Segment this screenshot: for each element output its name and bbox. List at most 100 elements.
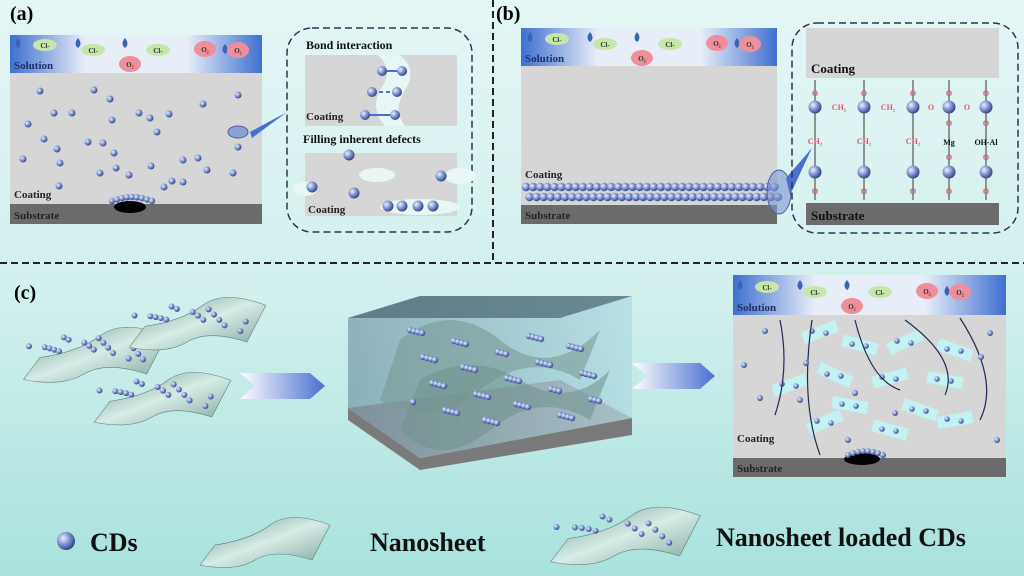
process-arrow[interactable] xyxy=(632,363,715,389)
cd-sphere xyxy=(382,200,394,212)
cd-sphere xyxy=(893,376,899,382)
oxygen-label: O xyxy=(983,89,989,98)
cd-sphere xyxy=(84,138,92,146)
nanosheet-flake xyxy=(871,419,909,441)
chloride-label: Cl- xyxy=(40,42,50,50)
cd-sphere xyxy=(205,306,212,313)
cd-sphere xyxy=(147,162,155,170)
cd-sphere xyxy=(646,192,655,202)
cd-sphere xyxy=(68,109,76,117)
cd-sphere xyxy=(663,182,673,192)
cd-sphere xyxy=(944,416,950,422)
cd-sphere xyxy=(656,182,666,192)
chloride-label: Cl- xyxy=(875,289,885,297)
water-drop-icon xyxy=(75,38,81,48)
cd-sphere xyxy=(803,360,809,366)
oxygen-label: O₂ xyxy=(234,47,242,55)
zoom-marker xyxy=(227,125,249,139)
oxygen-ion xyxy=(841,298,863,314)
cd-sphere xyxy=(537,335,545,343)
cd-sphere xyxy=(128,391,135,398)
cd-sphere xyxy=(99,139,107,147)
diffusion-path xyxy=(959,317,988,421)
cd-sphere xyxy=(699,182,708,192)
cd-sphere xyxy=(160,183,168,191)
water-drop-icon xyxy=(797,280,803,290)
cd-sphere xyxy=(823,330,829,336)
diffusion-path xyxy=(806,319,821,456)
diffusion-path xyxy=(774,319,785,416)
cd-sphere xyxy=(934,376,940,382)
chloride-ion xyxy=(146,44,170,56)
cd-sphere xyxy=(731,192,740,202)
cd-sphere xyxy=(855,448,861,455)
cd-sphere xyxy=(987,330,993,336)
cd-sphere xyxy=(892,410,898,416)
cd-sphere xyxy=(845,452,851,458)
cd-sphere xyxy=(170,381,177,388)
ch2-label: CH₂ xyxy=(906,137,921,146)
chloride-label: Cl- xyxy=(88,47,98,55)
cd-sphere xyxy=(688,192,697,202)
cd-sphere xyxy=(762,328,768,334)
nanosheet-flake xyxy=(886,328,924,356)
cd-sphere xyxy=(112,164,120,172)
cd-sphere xyxy=(824,371,830,377)
cd-sphere xyxy=(638,192,648,202)
cd-sphere xyxy=(377,66,387,76)
cd-sphere xyxy=(117,389,124,396)
cd-sphere xyxy=(828,420,834,426)
cd-sphere xyxy=(909,406,915,412)
cd-sphere xyxy=(610,192,619,202)
oxygen-label: O xyxy=(964,103,970,112)
cd-sphere xyxy=(590,372,598,380)
defect-void xyxy=(359,168,395,182)
cd-sphere xyxy=(741,182,751,192)
cd-sphere xyxy=(667,192,676,202)
cd-sphere xyxy=(994,437,1000,443)
inset-a-coating-2: Coating xyxy=(308,204,346,216)
cd-sphere xyxy=(181,391,188,398)
diffusion-path xyxy=(854,319,901,391)
nanosheet xyxy=(550,506,701,565)
cd-sphere xyxy=(759,192,768,202)
cd-sphere xyxy=(147,313,154,320)
nanosheet-flake xyxy=(816,361,854,389)
zoom-pointer xyxy=(250,112,287,138)
embedded-nanosheet xyxy=(400,365,610,450)
cd-sphere xyxy=(585,182,595,192)
cd-sphere xyxy=(525,192,534,202)
water-drop-icon xyxy=(527,32,533,42)
chloride-ion xyxy=(868,286,892,298)
cd-sphere xyxy=(942,100,956,114)
cd-sphere xyxy=(390,110,400,120)
cd-sphere xyxy=(55,182,63,190)
cd-sphere xyxy=(90,346,97,353)
cd-sphere xyxy=(738,192,747,202)
cd-sphere xyxy=(695,192,705,202)
process-arrow[interactable] xyxy=(240,373,325,399)
cd-sphere xyxy=(157,315,164,322)
cd-sphere xyxy=(125,171,133,179)
oxygen-label: O xyxy=(983,153,989,162)
cd-sphere xyxy=(108,197,116,205)
oxygen-ion xyxy=(916,283,938,299)
cd-sphere xyxy=(412,200,424,212)
cd-sphere xyxy=(109,350,116,357)
coating-label: Coating xyxy=(14,189,52,201)
cd-sphere xyxy=(154,384,161,391)
inset-a-title-bond: Bond interaction xyxy=(306,38,393,52)
cd-sphere xyxy=(857,100,871,114)
panel-b: (b) Solution Coating Substrate Cl-Cl-Cl-… xyxy=(496,3,1019,234)
cd-sphere xyxy=(606,516,613,523)
ch2-label: CH₂ xyxy=(808,137,823,146)
cd-sphere xyxy=(153,128,161,136)
nanosheet-flake xyxy=(871,367,909,389)
oxygen-label: O xyxy=(946,89,952,98)
cd-sphere xyxy=(958,418,964,424)
oxygen-label: O₂ xyxy=(956,289,964,297)
cd-sphere xyxy=(923,408,929,414)
cd-sphere xyxy=(392,87,402,97)
cd-sphere xyxy=(853,403,859,409)
cd-sphere xyxy=(194,154,202,162)
